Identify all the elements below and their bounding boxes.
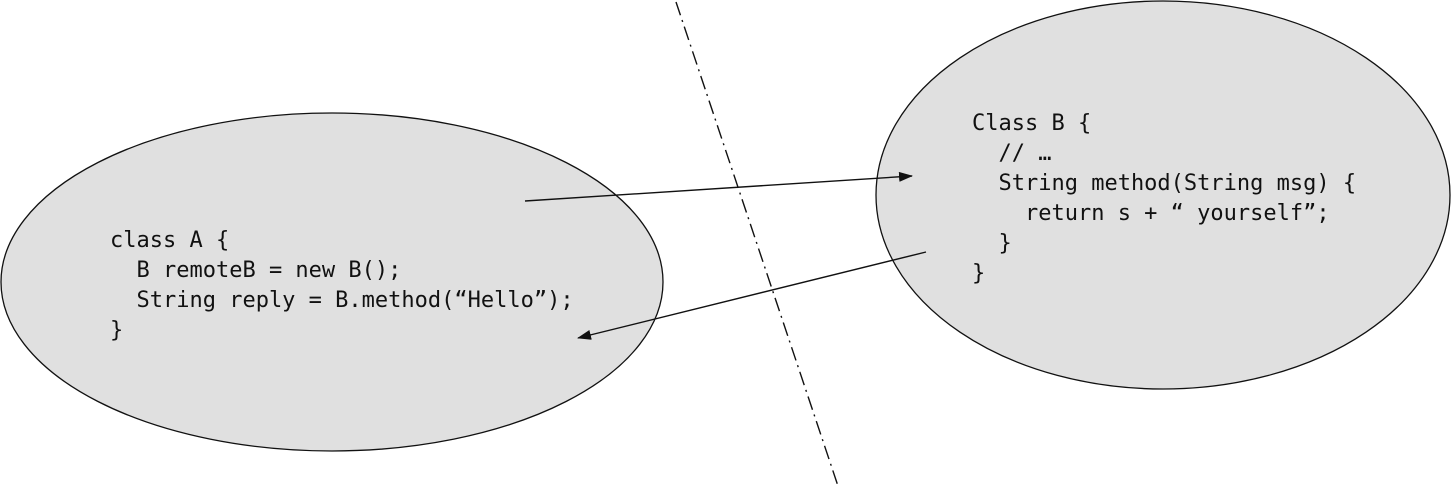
class-a-code: class A { B remoteB = new B(); String re… [110, 228, 578, 343]
class-a-ellipse [0, 112, 664, 452]
class-b-ellipse [875, 0, 1451, 390]
class-b-code: Class B { // … String method(String msg)… [972, 111, 1360, 286]
class-b-line-2: // … [972, 141, 1051, 166]
class-a-line-4: } [110, 318, 123, 343]
network-boundary-line [675, 1, 839, 487]
class-a-line-3: String reply = B.method(“Hello”); [110, 288, 574, 313]
class-b-line-3: String method(String msg) { [972, 171, 1356, 196]
call-arrow [524, 171, 913, 202]
class-b-line-5: } [972, 231, 1012, 256]
class-b-line-4: return s + “ yourself”; [972, 201, 1330, 226]
class-b-line-6: } [972, 261, 985, 286]
class-a-line-1: class A { [110, 228, 229, 253]
class-b-line-1: Class B { [972, 111, 1091, 136]
return-arrow [577, 251, 927, 340]
class-a-line-2: B remoteB = new B(); [110, 258, 401, 283]
